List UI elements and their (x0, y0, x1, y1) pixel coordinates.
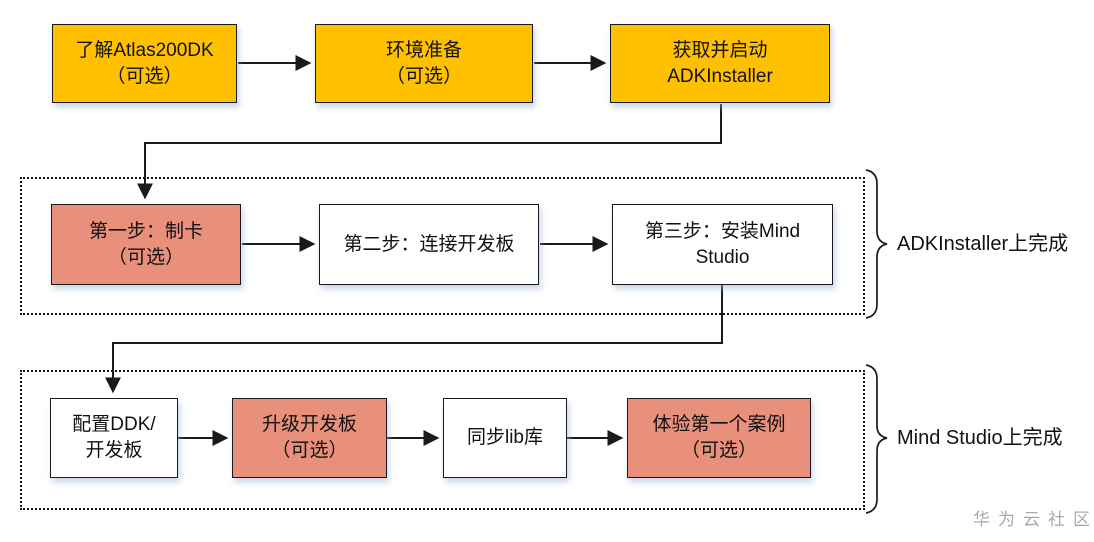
huawei-cloud-watermark: 华为云社区 (973, 510, 1094, 529)
node-configure-ddk: 配置DDK/ 开发板 (50, 398, 178, 478)
node-configure-ddk-label: 配置DDK/ 开发板 (72, 414, 156, 461)
group-label-adkinstaller: ADKInstaller上完成 (897, 233, 1069, 255)
node-step1-make-card-label: 第一步：制卡 （可选） (88, 220, 203, 268)
node-sync-lib: 同步lib库 (443, 398, 567, 478)
node-first-case-label: 体验第一个案例 （可选） (652, 414, 786, 461)
node-learn-atlas200dk: 了解Atlas200DK （可选） (52, 24, 237, 103)
node-learn-atlas200dk-label: 了解Atlas200DK （可选） (75, 39, 214, 87)
group-mindstudio (20, 370, 865, 510)
node-get-adkinstaller-label: 获取并启动 ADKInstaller (667, 39, 773, 87)
node-environment-prep-label: 环境准备 （可选） (385, 39, 462, 87)
node-step1-make-card: 第一步：制卡 （可选） (51, 204, 241, 285)
group-label-mindstudio: Mind Studio上完成 (897, 427, 1063, 449)
group-adkinstaller (20, 177, 865, 315)
brace-adkinstaller-group (865, 169, 888, 319)
node-step3-install-mindstudio: 第三步：安装Mind Studio (612, 204, 833, 285)
node-step2-connect-board: 第二步：连接开发板 (319, 204, 539, 285)
node-get-adkinstaller: 获取并启动 ADKInstaller (610, 24, 830, 103)
node-sync-lib-label: 同步lib库 (466, 427, 543, 448)
node-step3-install-mindstudio-label: 第三步：安装Mind Studio (644, 220, 801, 268)
node-first-case: 体验第一个案例 （可选） (627, 398, 811, 478)
brace-mindstudio-group (865, 364, 888, 514)
elbow-adkinstaller-to-step1 (137, 104, 722, 200)
node-step2-connect-board-label: 第二步：连接开发板 (343, 233, 515, 255)
node-environment-prep: 环境准备 （可选） (315, 24, 533, 103)
node-upgrade-board-label: 升级开发板 （可选） (261, 414, 357, 461)
node-upgrade-board: 升级开发板 （可选） (232, 398, 387, 478)
